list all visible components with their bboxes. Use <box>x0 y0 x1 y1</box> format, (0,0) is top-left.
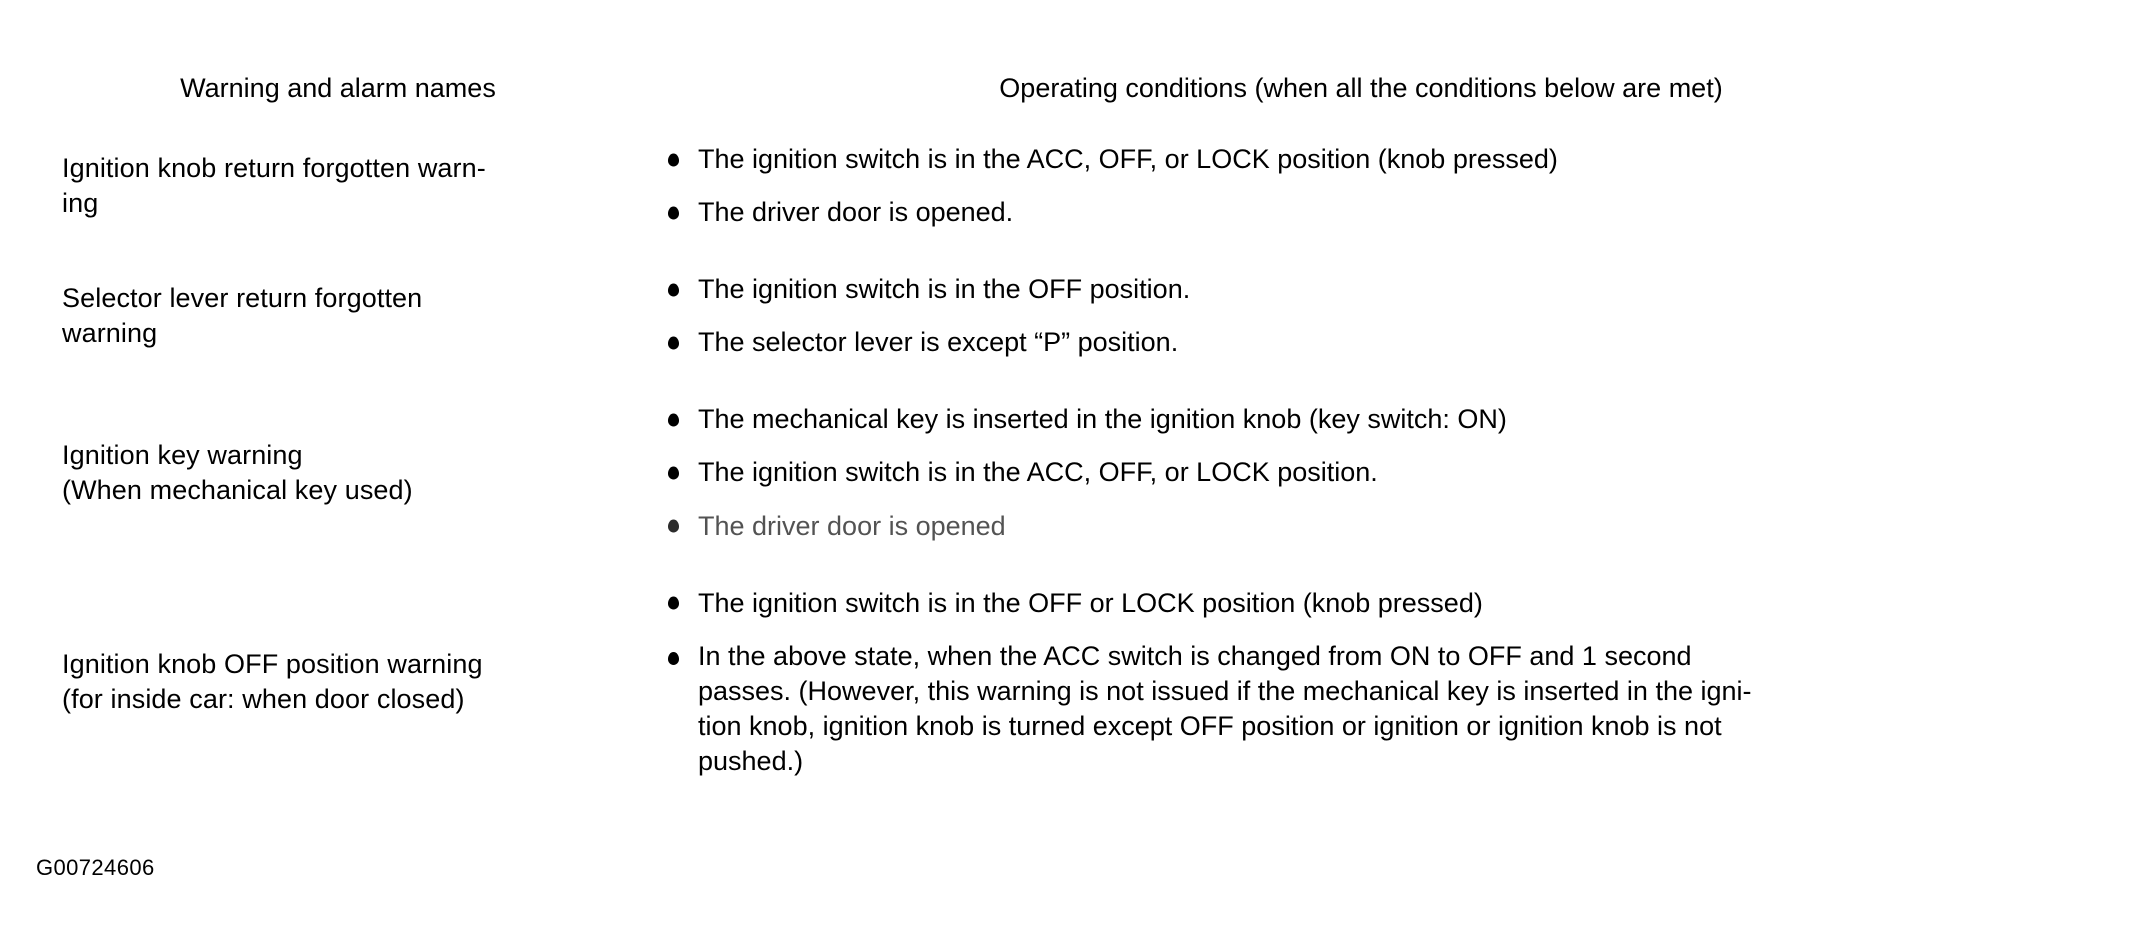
bullet-icon <box>668 519 679 533</box>
warning-conditions-table: Warning and alarm names Operating condit… <box>36 58 2082 800</box>
conditions-block: The ignition switch is in the OFF or LOC… <box>640 565 2082 800</box>
condition-item: The mechanical key is inserted in the ig… <box>662 393 2064 446</box>
conditions-list: The ignition switch is in the ACC, OFF, … <box>662 133 2064 239</box>
warning-conditions-table-wrapper: Warning and alarm names Operating condit… <box>36 58 2082 800</box>
bullet-icon <box>668 466 679 480</box>
row-conditions-cell: The ignition switch is in the OFF positi… <box>640 251 2082 381</box>
row-name-cell: Ignition key warning (When mechanical ke… <box>36 381 640 564</box>
condition-text: In the above state, when the ACC switch … <box>698 640 1752 777</box>
bullet-icon <box>668 283 679 297</box>
condition-item: The ignition switch is in the OFF positi… <box>662 263 2064 316</box>
row-name-cell: Ignition knob return forgotten warn- ing <box>36 121 640 251</box>
row-conditions-cell: The ignition switch is in the ACC, OFF, … <box>640 121 2082 251</box>
table-header-cell-conditions: Operating conditions (when all the condi… <box>640 58 2082 121</box>
warning-name: Ignition key warning (When mechanical ke… <box>62 439 413 506</box>
figure-id-label: G00724606 <box>36 855 155 880</box>
table-row: Selector lever return forgotten warning … <box>36 251 2082 381</box>
bullet-icon <box>668 336 679 350</box>
warning-name: Selector lever return forgotten warning <box>62 283 423 349</box>
condition-item: The driver door is opened <box>662 500 2064 553</box>
column-header-operating-conditions: Operating conditions (when all the condi… <box>999 73 1723 103</box>
table-row: Ignition knob return forgotten warn- ing… <box>36 121 2082 251</box>
condition-text: The driver door is opened. <box>698 197 1014 228</box>
condition-text: The ignition switch is in the ACC, OFF, … <box>698 144 1558 174</box>
conditions-block: The ignition switch is in the OFF positi… <box>640 251 2082 381</box>
bullet-icon <box>668 651 679 665</box>
conditions-list: The mechanical key is inserted in the ig… <box>662 393 2064 552</box>
table-row: Ignition key warning (When mechanical ke… <box>36 381 2082 564</box>
conditions-block: The mechanical key is inserted in the ig… <box>640 381 2082 564</box>
condition-item: In the above state, when the ACC switch … <box>662 630 2064 788</box>
table-header-cell-names: Warning and alarm names <box>36 58 640 121</box>
bullet-icon <box>668 206 679 220</box>
condition-text: The driver door is opened <box>698 510 1006 541</box>
row-conditions-cell: The ignition switch is in the OFF or LOC… <box>640 565 2082 800</box>
condition-text: The ignition switch is in the OFF positi… <box>698 274 1191 305</box>
bullet-icon <box>668 596 679 610</box>
warning-name: Ignition knob return forgotten warn- ing <box>62 153 486 219</box>
condition-item: The selector lever is except “P” positio… <box>662 316 2064 369</box>
bullet-icon <box>668 153 679 167</box>
row-name-cell: Ignition knob OFF position warning (for … <box>36 565 640 800</box>
table-header-row: Warning and alarm names Operating condit… <box>36 58 2082 121</box>
warning-name: Ignition knob OFF position warning (for … <box>62 649 483 715</box>
table-row: Ignition knob OFF position warning (for … <box>36 565 2082 800</box>
conditions-block: The ignition switch is in the ACC, OFF, … <box>640 121 2082 251</box>
condition-text: The mechanical key is inserted in the ig… <box>698 404 1507 435</box>
condition-text: The selector lever is except “P” positio… <box>698 327 1179 358</box>
conditions-list: The ignition switch is in the OFF or LOC… <box>662 577 2064 788</box>
row-name-cell: Selector lever return forgotten warning <box>36 251 640 381</box>
condition-item: The ignition switch is in the OFF or LOC… <box>662 577 2064 630</box>
row-conditions-cell: The mechanical key is inserted in the ig… <box>640 381 2082 564</box>
condition-text: The ignition switch is in the ACC, OFF, … <box>698 457 1378 488</box>
condition-item: The ignition switch is in the ACC, OFF, … <box>662 133 2064 186</box>
condition-text: The ignition switch is in the OFF or LOC… <box>698 587 1483 618</box>
bullet-icon <box>668 413 679 427</box>
condition-item: The driver door is opened. <box>662 186 2064 239</box>
condition-item: The ignition switch is in the ACC, OFF, … <box>662 446 2064 499</box>
column-header-warning-names: Warning and alarm names <box>180 73 496 103</box>
conditions-list: The ignition switch is in the OFF positi… <box>662 263 2064 369</box>
